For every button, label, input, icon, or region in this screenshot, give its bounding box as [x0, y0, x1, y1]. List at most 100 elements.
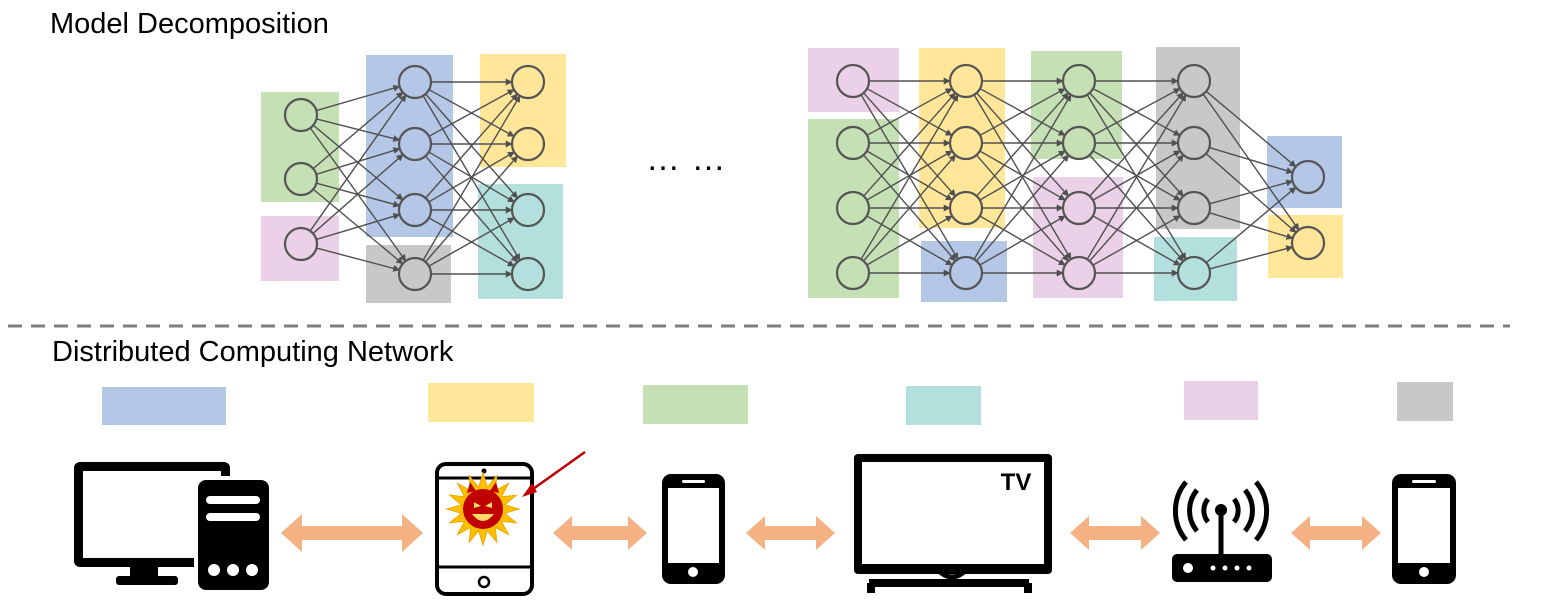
connection-arrows: [281, 514, 1381, 552]
network-edge: [866, 215, 953, 266]
partition-block: [480, 54, 566, 167]
partition-block: [261, 92, 339, 202]
network-edge: [1086, 94, 1187, 260]
network-edge: [424, 155, 519, 263]
network-edge: [316, 213, 401, 241]
left-network: [261, 54, 566, 303]
right-network: [808, 47, 1343, 302]
network-edge: [312, 91, 404, 170]
attacker-pointer-arrowhead: [522, 483, 537, 497]
network-node: [1061, 190, 1097, 226]
model-decomposition-title: Model Decomposition: [50, 8, 329, 40]
network-edge: [976, 92, 1069, 197]
network-edge: [979, 88, 1066, 136]
network-node: [283, 97, 319, 133]
network-node: [397, 64, 433, 100]
network-edge: [422, 95, 521, 261]
partition-block: [921, 241, 1007, 302]
network-edge: [1202, 93, 1300, 231]
network-edge: [428, 89, 515, 137]
network-edge: [316, 118, 401, 142]
network-edge: [309, 94, 407, 232]
wifi-router-icon: [1172, 480, 1272, 582]
network-edge: [979, 215, 1066, 266]
network-edge: [979, 150, 1066, 201]
partition-color-pink: [1184, 381, 1258, 420]
partition-block: [919, 48, 1005, 228]
network-edge: [1092, 215, 1181, 266]
network-edge: [1089, 92, 1184, 197]
partition-color-gray: [1397, 382, 1453, 421]
tv-icon: TV: [854, 454, 1052, 593]
network-edge: [860, 94, 959, 260]
network-node: [948, 255, 984, 291]
network-edge: [975, 154, 1070, 262]
network-node: [1290, 225, 1326, 261]
network-node: [1176, 255, 1212, 291]
attacker-pointer-arrow: [525, 450, 586, 496]
network-edge: [1205, 90, 1297, 168]
network-node: [397, 126, 433, 162]
link-arrow: [746, 516, 835, 550]
smartphone-icon: [662, 474, 725, 584]
network-node: [510, 64, 546, 100]
network-edge: [425, 93, 518, 199]
network-edge: [1205, 186, 1297, 264]
partition-color-blue: [102, 387, 226, 425]
smartphone-icon: [1392, 474, 1456, 584]
network-edge: [312, 154, 404, 234]
network-edge: [428, 217, 515, 267]
partition-block: [478, 184, 563, 299]
network-node: [1061, 63, 1097, 99]
link-arrow: [1070, 516, 1160, 550]
device-partition-colors: [102, 381, 1453, 425]
network-edge: [1089, 154, 1184, 262]
partition-color-yellow: [428, 383, 534, 422]
network-edge: [1209, 179, 1294, 205]
network-node: [835, 190, 871, 226]
network-node: [1176, 63, 1212, 99]
network-node: [397, 256, 433, 292]
network-edge: [866, 88, 953, 136]
network-edge: [316, 147, 401, 175]
link-arrow: [1291, 516, 1381, 550]
distributed-network-title: Distributed Computing Network: [52, 336, 454, 368]
network-node: [510, 256, 546, 292]
partition-block: [808, 48, 899, 112]
network-edge: [863, 92, 956, 197]
partition-block: [1267, 136, 1342, 208]
partition-block: [1268, 215, 1343, 278]
network-node: [397, 192, 433, 228]
network-edge: [1209, 245, 1294, 270]
network-edge: [1092, 87, 1181, 137]
network-edge: [1209, 146, 1294, 174]
network-node: [510, 126, 546, 162]
network-edge: [316, 84, 401, 112]
link-arrow: [553, 516, 647, 550]
malicious-device-icon: [445, 471, 521, 547]
network-node: [948, 190, 984, 226]
network-node: [1061, 125, 1097, 161]
partition-block: [1156, 47, 1240, 229]
ellipsis: … …: [646, 140, 727, 178]
network-edge: [973, 94, 1072, 260]
tv-screen-label: TV: [1001, 469, 1032, 496]
network-node: [1290, 159, 1326, 195]
network-edge: [866, 150, 953, 201]
partition-block: [261, 216, 339, 281]
network-node: [283, 226, 319, 262]
network-node: [948, 125, 984, 161]
link-arrow: [281, 514, 423, 552]
desktop-computer-icon: [74, 462, 271, 593]
network-node: [835, 255, 871, 291]
network-edge: [862, 154, 957, 262]
partition-block: [1031, 51, 1122, 159]
network-node: [835, 125, 871, 161]
network-edge: [1092, 150, 1181, 201]
network-node: [1176, 125, 1212, 161]
network-node: [835, 63, 871, 99]
network-node: [510, 192, 546, 228]
partition-color-teal: [906, 386, 981, 425]
network-node: [1176, 190, 1212, 226]
